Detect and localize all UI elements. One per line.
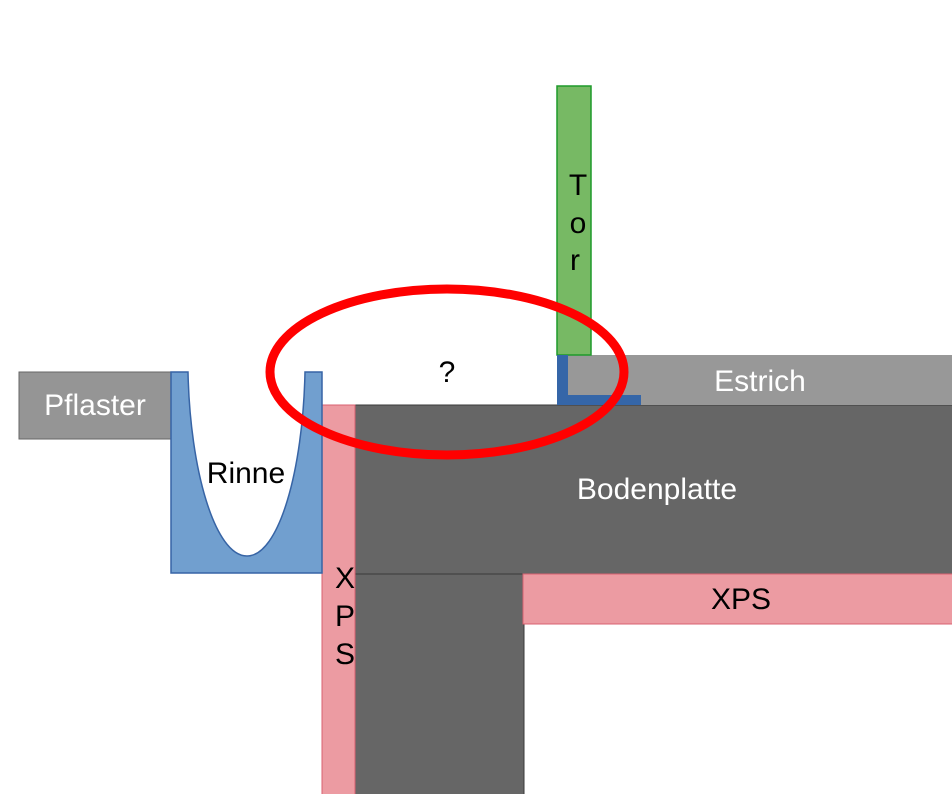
estrich-label: Estrich	[714, 365, 806, 398]
xps-vertical-layer	[321, 404, 356, 794]
pflaster-block	[18, 371, 172, 440]
tor-label-o: o	[570, 207, 587, 240]
question-label: ?	[439, 356, 456, 389]
rinne-label: Rinne	[207, 457, 285, 490]
highlight-ellipse	[265, 284, 629, 460]
tor-label-r: r	[570, 244, 580, 277]
xps-vertical-label-p: P	[335, 600, 355, 633]
bodenplatte-label: Bodenplatte	[577, 473, 737, 506]
xps-horizontal-label: XPS	[711, 583, 771, 616]
xps-vertical-label-x: X	[335, 562, 355, 595]
foundation-wall	[354, 573, 525, 794]
rinne-channel	[170, 371, 323, 574]
tor-label-t: T	[569, 169, 587, 202]
xps-horizontal-layer	[522, 573, 952, 625]
xps-vertical-label-s: S	[335, 638, 355, 671]
bodenplatte-slab	[354, 404, 952, 575]
door-angle-bracket	[557, 355, 641, 405]
pflaster-label: Pflaster	[44, 389, 146, 422]
